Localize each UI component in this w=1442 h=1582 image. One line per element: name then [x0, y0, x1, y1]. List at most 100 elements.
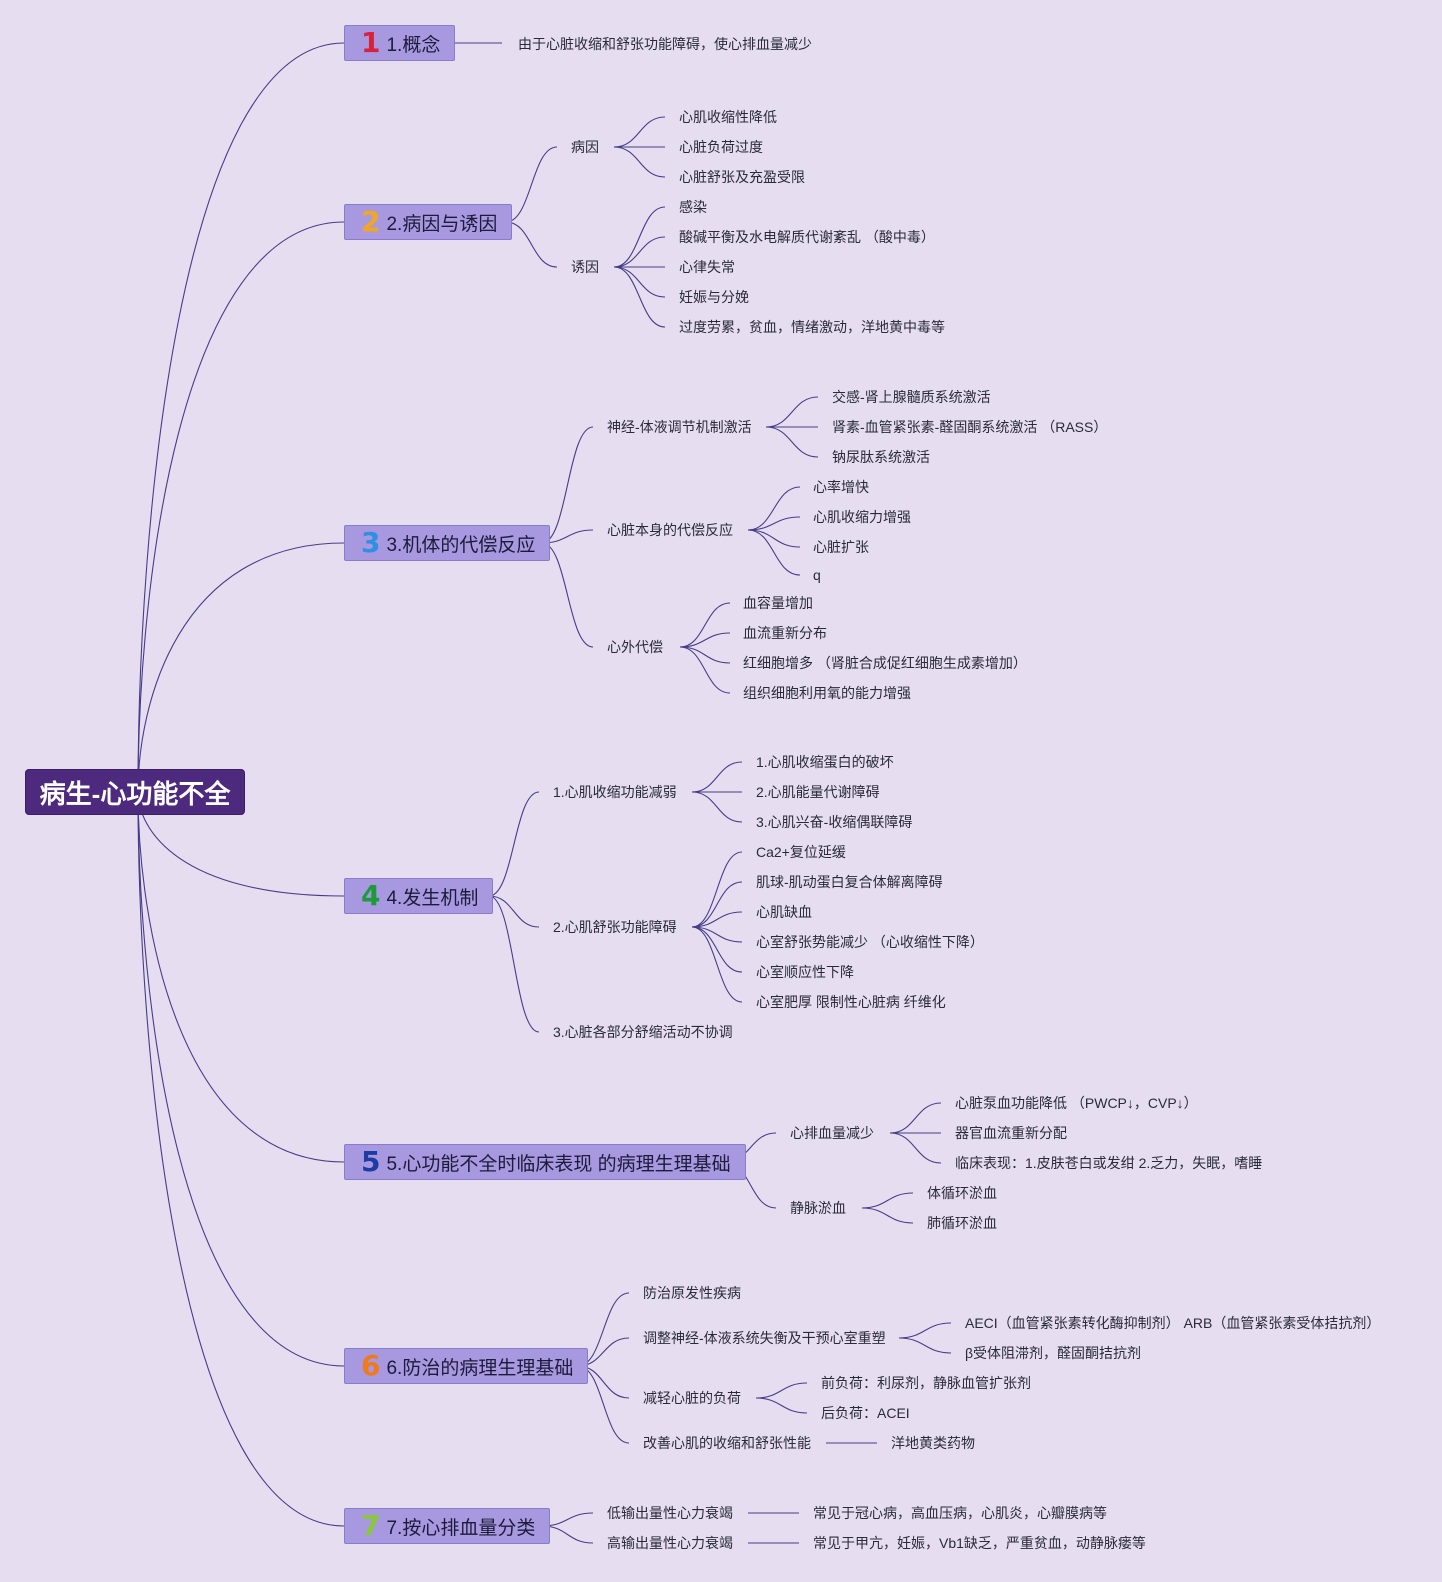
number-6-icon: 6 — [361, 1349, 381, 1382]
leaf-item[interactable]: 血容量增加 — [743, 595, 813, 611]
leaf-item[interactable]: 妊娠与分娩 — [679, 289, 749, 305]
leaf-item[interactable]: 心律失常 — [679, 259, 735, 275]
leaf-item[interactable]: 2.心肌能量代谢障碍 — [756, 784, 880, 800]
leaf-item[interactable]: 心室舒张势能减少 （心收缩性下降） — [756, 934, 984, 950]
leaf-item[interactable]: 心室顺应性下降 — [756, 964, 854, 980]
leaf-item[interactable]: 心肌缺血 — [756, 904, 812, 920]
leaf-item[interactable]: 常见于冠心病，高血压病，心肌炎，心瓣膜病等 — [813, 1505, 1107, 1521]
sub-topic[interactable]: 1.心肌收缩功能减弱 — [553, 784, 677, 800]
connector-curve — [505, 146, 558, 223]
connector-curve — [765, 396, 819, 428]
leaf-item[interactable]: 前负荷：利尿剂，静脉血管扩张剂 — [821, 1375, 1031, 1391]
leaf-item[interactable]: 肌球-肌动蛋白复合体解离障碍 — [756, 874, 943, 890]
connector-curve — [889, 1102, 942, 1134]
leaf-item[interactable]: 感染 — [679, 199, 707, 215]
leaf-item[interactable]: 心肌收缩力增强 — [813, 509, 911, 525]
leaf-item[interactable]: 后负荷：ACEI — [821, 1405, 910, 1421]
leaf-item[interactable]: 心室肥厚 限制性心脏病 纤维化 — [756, 994, 946, 1010]
sub-topic[interactable]: 防治原发性疾病 — [643, 1285, 741, 1301]
branch-concept[interactable]: 1 1.概念 — [344, 25, 456, 61]
leaf-item[interactable]: 过度劳累，贫血，情绪激动，洋地黄中毒等 — [679, 319, 945, 335]
connector-curve — [747, 516, 801, 531]
leaf-item[interactable]: 血流重新分布 — [743, 625, 827, 641]
connector-curve — [613, 116, 666, 148]
connector-curve — [765, 426, 819, 458]
concept-definition[interactable]: 由于心脏收缩和舒张功能障碍，使心排血量减少 — [518, 36, 812, 52]
leaf-item[interactable]: 心脏舒张及充盈受限 — [679, 169, 805, 185]
leaf-item[interactable]: 常见于甲亢，妊娠，Vb1缺乏，严重贫血，动静脉瘘等 — [813, 1535, 1146, 1551]
number-5-icon: 5 — [361, 1145, 381, 1178]
leaf-item[interactable]: 肺循环淤血 — [927, 1215, 997, 1231]
leaf-item[interactable]: 心率增快 — [813, 479, 869, 495]
sub-topic[interactable]: 低输出量性心力衰竭 — [607, 1505, 733, 1521]
leaf-item[interactable]: 临床表现：1.皮肤苍白或发绀 2.乏力，失眠，嗜睡 — [955, 1155, 1263, 1171]
leaf-item[interactable]: Ca2+复位延缓 — [756, 844, 846, 860]
connector-curve — [613, 206, 666, 268]
connector-curve — [889, 1132, 942, 1164]
leaf-item[interactable]: 心脏扩张 — [813, 539, 869, 555]
leaf-item[interactable]: 钠尿肽系统激活 — [832, 449, 930, 465]
branch-label: 6.防治的病理生理基础 — [386, 1357, 574, 1379]
sub-topic[interactable]: 心脏本身的代偿反应 — [607, 522, 733, 538]
connector-curve — [747, 486, 801, 531]
connector-curve — [691, 791, 743, 823]
connector-curve — [679, 632, 731, 648]
leaf-item[interactable]: 酸碱平衡及水电解质代谢紊乱 （酸中毒） — [679, 229, 935, 245]
leaf-item[interactable]: 交感-肾上腺髓质系统激活 — [832, 389, 991, 405]
sub-topic[interactable]: 调整神经-体液系统失衡及干预心室重塑 — [643, 1330, 886, 1346]
leaf-item[interactable]: 心肌收缩性降低 — [679, 109, 777, 125]
connector-curve — [755, 1397, 808, 1414]
connector-curve — [861, 1207, 914, 1224]
leaf-item[interactable]: 器官血流重新分配 — [955, 1125, 1067, 1141]
connector-curve — [691, 926, 743, 1003]
leaf-item[interactable]: 1.心肌收缩蛋白的破坏 — [756, 754, 894, 770]
branch-mechanism[interactable]: 4 4.发生机制 — [344, 878, 494, 914]
branch-label: 5.心功能不全时临床表现 的病理生理基础 — [386, 1153, 731, 1175]
connector-curve — [691, 911, 743, 928]
sub-topic[interactable]: 神经-体液调节机制激活 — [607, 419, 752, 435]
leaf-item[interactable]: 肾素-血管紧张素-醛固酮系统激活 （RASS） — [832, 419, 1108, 435]
leaf-item[interactable]: 红细胞增多 （肾脏合成促红细胞生成素增加） — [743, 655, 1027, 671]
connector-curve — [613, 146, 666, 178]
connector-curve — [861, 1192, 914, 1209]
branch-causes[interactable]: 2 2.病因与诱因 — [344, 204, 513, 240]
sub-topic[interactable]: 减轻心脏的负荷 — [643, 1390, 741, 1406]
connector-curve — [137, 542, 345, 793]
leaf-item[interactable]: AECI（血管紧张素转化酶抑制剂） ARB（血管紧张素受体拮抗剂） — [965, 1315, 1381, 1331]
leaf-item[interactable]: 心脏泵血功能降低 （PWCP↓，CVP↓） — [955, 1095, 1198, 1111]
number-1-icon: 1 — [361, 26, 381, 59]
sub-topic[interactable]: 静脉淤血 — [790, 1200, 846, 1216]
sub-topic[interactable]: 心外代偿 — [607, 639, 663, 655]
branch-clinical[interactable]: 5 5.心功能不全时临床表现 的病理生理基础 — [344, 1144, 746, 1180]
sub-topic[interactable]: 心排血量减少 — [790, 1125, 874, 1141]
sub-topic[interactable]: 2.心肌舒张功能障碍 — [553, 919, 677, 935]
sub-topic[interactable]: 诱因 — [571, 259, 599, 275]
leaf-item[interactable]: 体循环淤血 — [927, 1185, 997, 1201]
leaf-item[interactable]: 组织细胞利用氧的能力增强 — [743, 685, 911, 701]
leaf-item[interactable]: 心脏负荷过度 — [679, 139, 763, 155]
sub-topic[interactable]: 病因 — [571, 139, 599, 155]
root-topic[interactable]: 病生-心功能不全 — [25, 769, 245, 815]
leaf-item[interactable]: 3.心肌兴奋-收缩偶联障碍 — [756, 814, 913, 830]
leaf-item[interactable]: 洋地黄类药物 — [891, 1435, 975, 1451]
leaf-item[interactable]: β受体阻滞剂，醛固酮拮抗剂 — [965, 1345, 1142, 1361]
number-2-icon: 2 — [361, 205, 381, 238]
connector-curve — [898, 1322, 952, 1339]
connector-curve — [613, 236, 666, 268]
branch-label: 7.按心排血量分类 — [386, 1517, 536, 1539]
branch-prevention[interactable]: 6 6.防治的病理生理基础 — [344, 1348, 589, 1384]
connector-curve — [137, 221, 345, 793]
branch-label: 3.机体的代偿反应 — [386, 534, 536, 556]
branch-classification[interactable]: 7 7.按心排血量分类 — [344, 1508, 551, 1544]
connector-curve — [691, 761, 743, 793]
connector-curve — [488, 895, 540, 1033]
sub-topic[interactable]: 高输出量性心力衰竭 — [607, 1535, 733, 1551]
sub-topic[interactable]: 改善心肌的收缩和舒张性能 — [643, 1435, 811, 1451]
sub-topic[interactable]: 3.心脏各部分舒缩活动不协调 — [553, 1024, 733, 1040]
connector-curve — [137, 791, 345, 1367]
branch-compensation[interactable]: 3 3.机体的代偿反应 — [344, 525, 551, 561]
connector-curve — [488, 895, 540, 928]
connector-curve — [691, 926, 743, 973]
leaf-item[interactable]: q — [813, 567, 821, 583]
connector-curve — [137, 791, 345, 1163]
